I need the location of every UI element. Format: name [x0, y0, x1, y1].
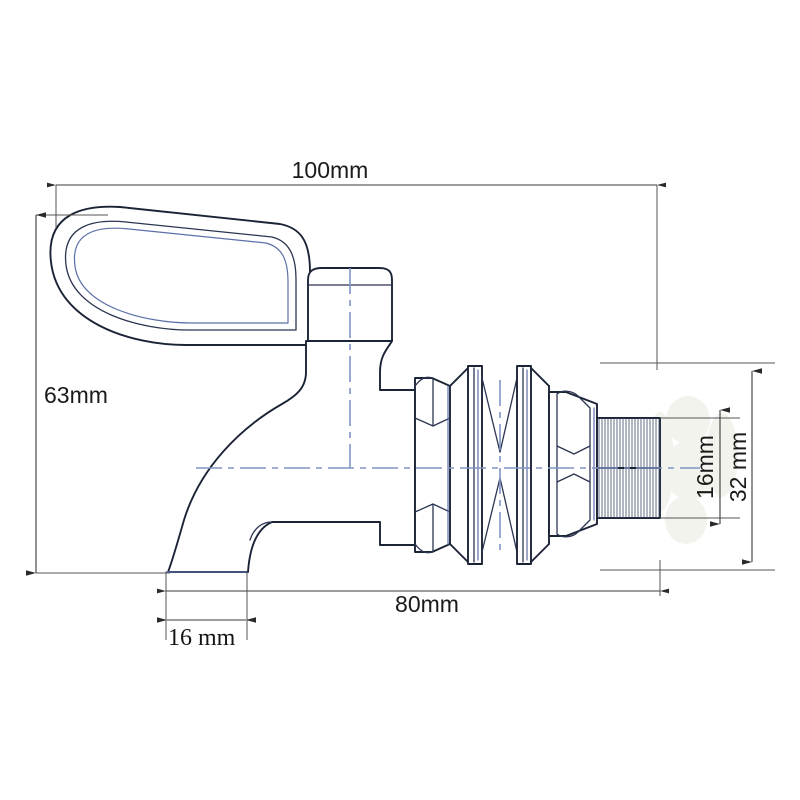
dimension-label-32mm: 32 mm: [725, 432, 751, 502]
dimension-16mm-thread: 16mm: [660, 407, 740, 527]
center-lines: [196, 268, 700, 556]
hex-nut-outer: [548, 390, 598, 538]
dimension-label-16mm-thread: 16mm: [692, 435, 718, 499]
dimension-label-16mm-spout: 16 mm: [168, 625, 236, 651]
dimension-63mm: 63mm: [26, 212, 170, 576]
lever-handle: [49, 205, 311, 346]
hex-nut-inner: [414, 376, 451, 554]
dimension-80mm: 80mm: [157, 560, 669, 640]
dimension-label-100mm: 100mm: [292, 157, 369, 183]
washer-front: [449, 365, 483, 565]
washer-rear: [516, 365, 550, 565]
dimension-label-63mm: 63mm: [44, 382, 108, 408]
dimension-32mm: 32 mm: [600, 362, 775, 571]
dimension-label-80mm: 80mm: [395, 591, 459, 617]
dimension-100mm: 100mm: [47, 157, 666, 370]
spout-body: [165, 340, 416, 573]
spool-groove: [481, 377, 518, 553]
dimension-16mm-spout: 16 mm: [157, 572, 256, 651]
